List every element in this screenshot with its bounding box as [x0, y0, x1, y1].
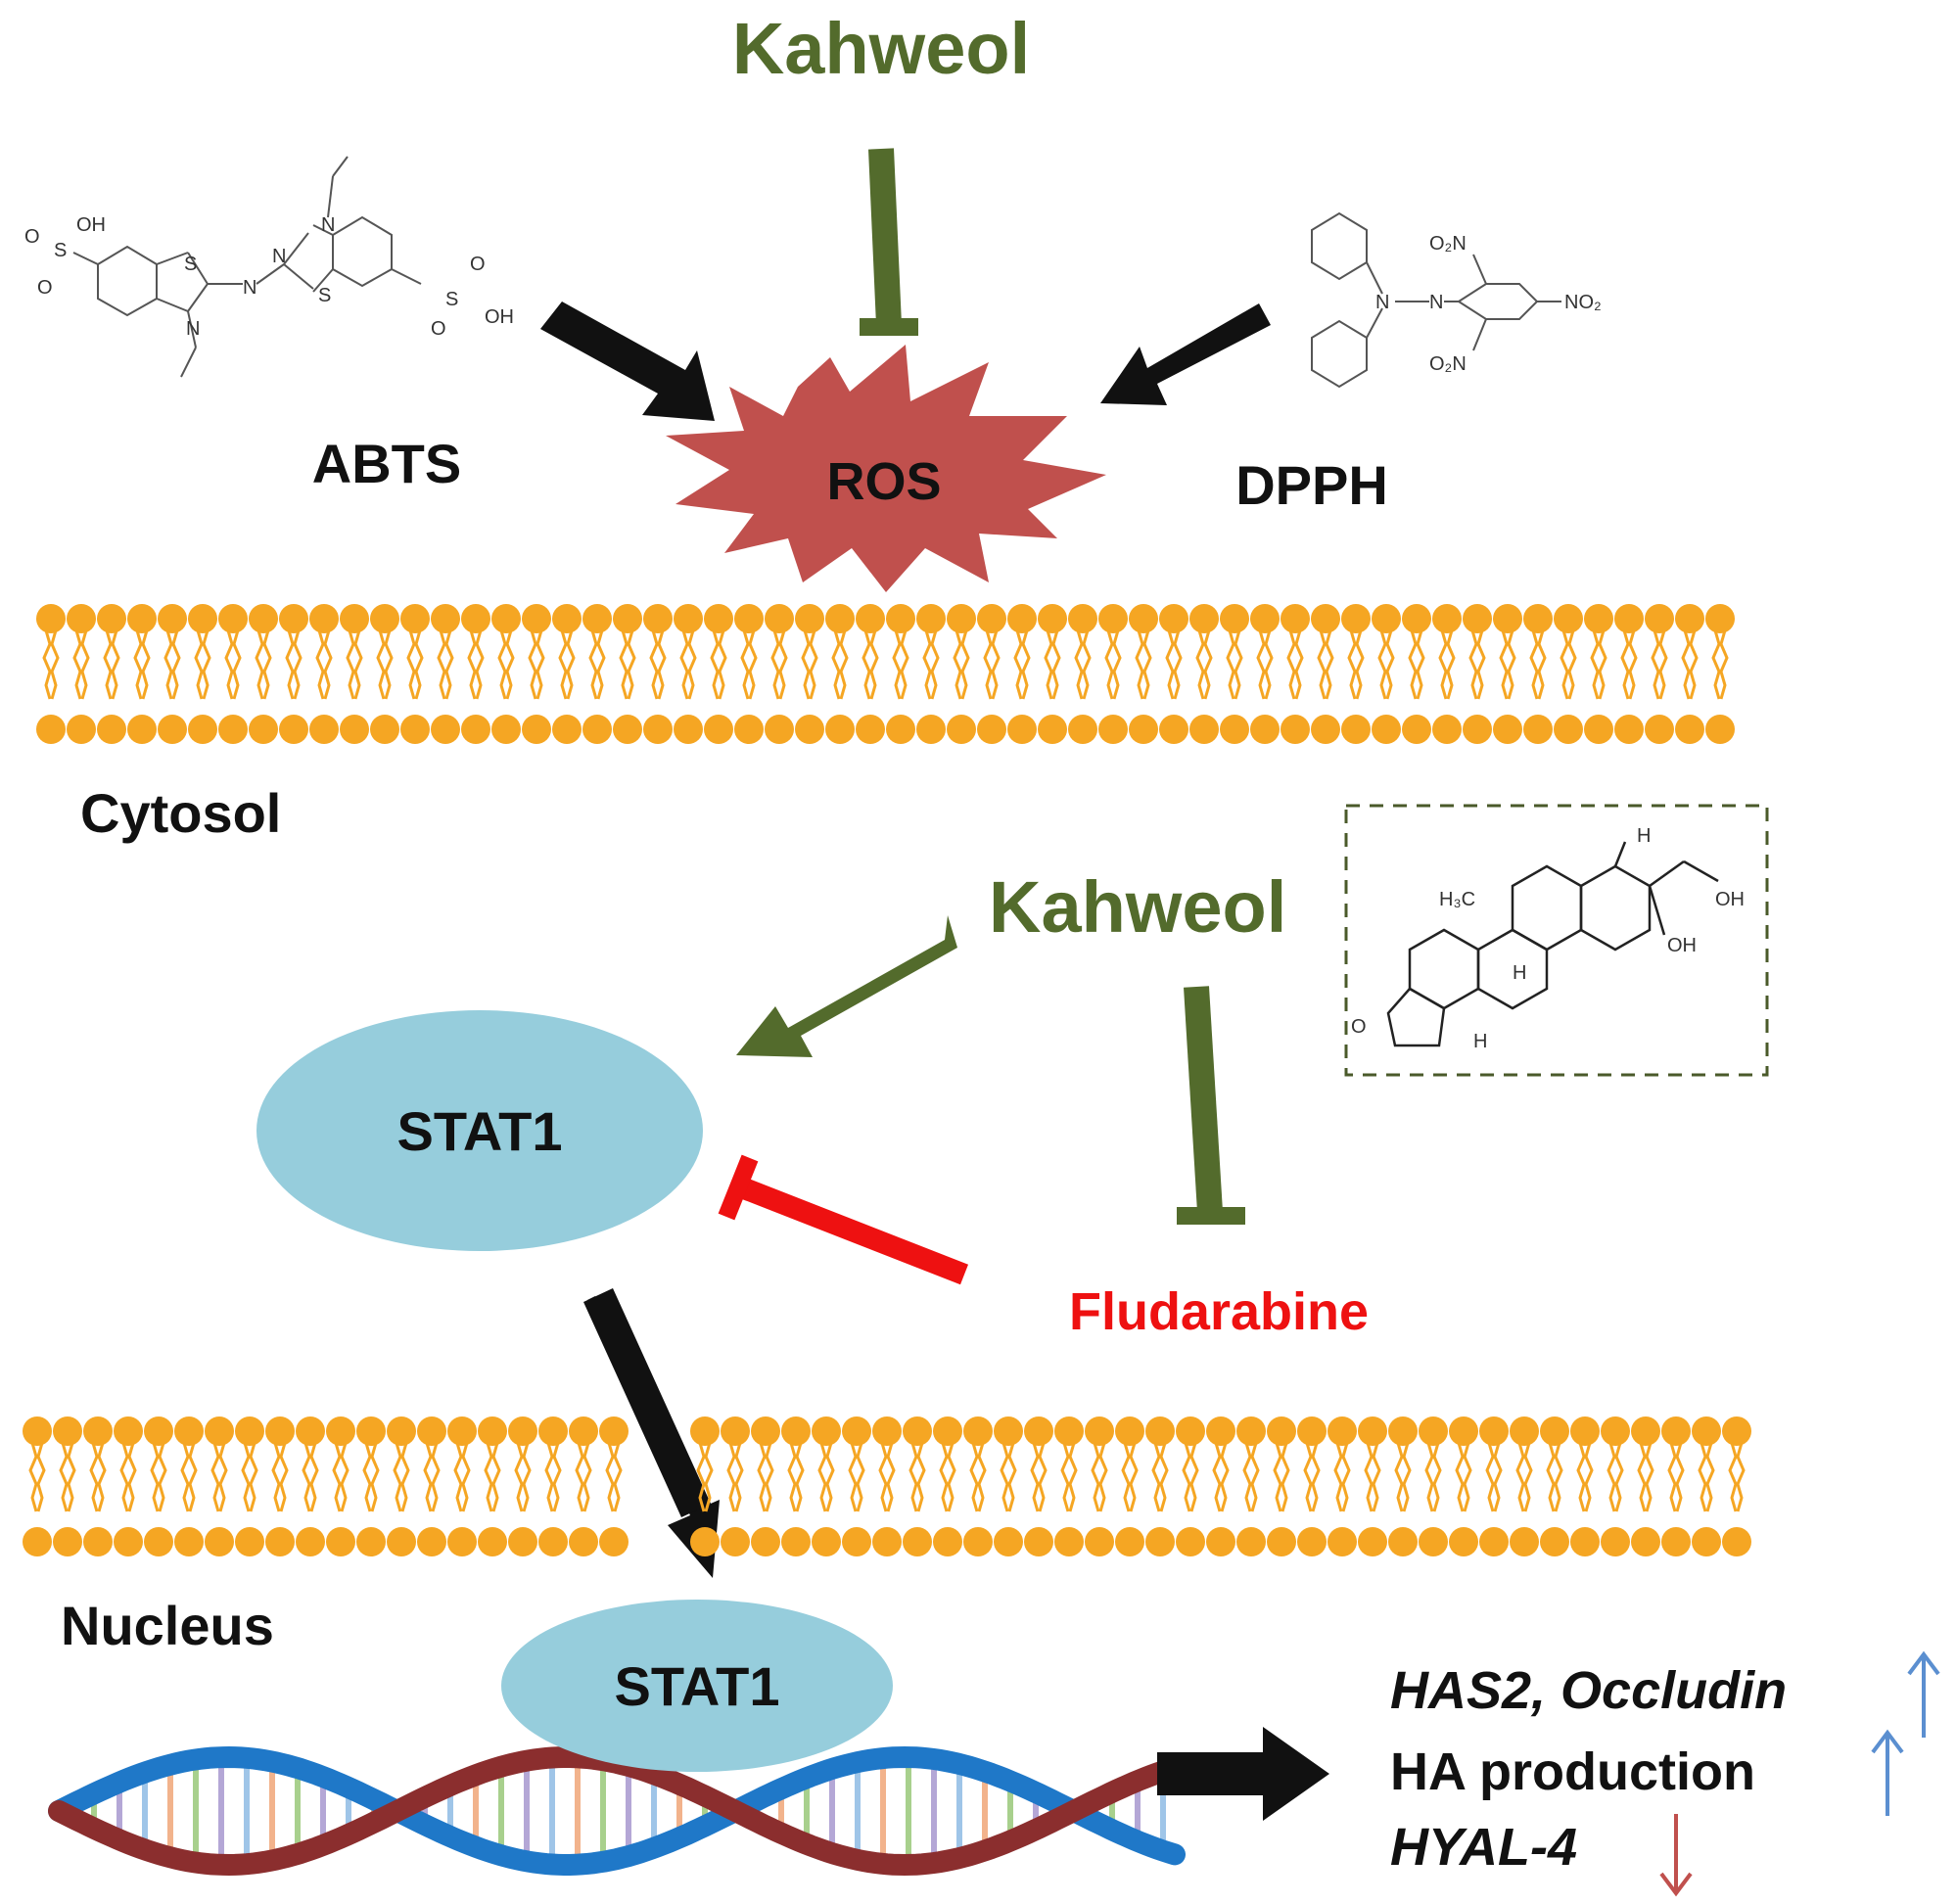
kahweol-atom-labels: H H₃C OH OH H H O [1351, 825, 1745, 1052]
dpph-structure [1311, 211, 1561, 389]
stat1-nucleus-label: STAT1 [614, 1655, 779, 1717]
up-arrow-icon [1871, 1729, 1904, 1816]
plasma-membrane [34, 602, 1737, 744]
abts-atom-labels: OH O S O S N N N S O S O OH N [24, 214, 514, 340]
svg-text:S: S [54, 240, 67, 261]
kahweol-structure [1386, 841, 1719, 1047]
kahweol-top-label: Kahweol [732, 8, 1030, 89]
svg-text:O: O [470, 254, 486, 275]
stat1-cytosol-label: STAT1 [396, 1100, 562, 1162]
svg-text:NO₂: NO₂ [1564, 292, 1602, 313]
kahweol-middle-label: Kahweol [989, 866, 1286, 948]
nucleus-label: Nucleus [61, 1595, 274, 1656]
kahweol-ros-inhibition-arrow [860, 148, 918, 336]
svg-text:H: H [1473, 1031, 1487, 1052]
svg-text:H: H [1513, 962, 1526, 984]
svg-text:O: O [1351, 1016, 1367, 1038]
svg-text:O: O [37, 277, 53, 299]
svg-text:O: O [24, 226, 40, 248]
kahweol-fludarabine-inhibition-arrow [1177, 986, 1245, 1225]
svg-text:O₂N: O₂N [1429, 233, 1467, 255]
svg-text:N: N [1429, 292, 1443, 313]
abts-ros-arrow [540, 302, 715, 421]
svg-text:N: N [272, 246, 286, 267]
dpph-atom-labels: N N O₂N NO₂ O₂N [1375, 233, 1602, 375]
svg-text:H₃C: H₃C [1439, 889, 1475, 910]
stat1-cytosol-node [256, 1010, 703, 1251]
down-arrow-icon [1659, 1814, 1693, 1897]
svg-text:S: S [184, 254, 197, 275]
svg-text:OH: OH [485, 306, 514, 328]
up-arrow-icon [1907, 1650, 1940, 1738]
svg-text:OH: OH [1715, 889, 1745, 910]
kahweol-stat1-arrow [736, 915, 957, 1057]
svg-text:S: S [318, 285, 331, 306]
stat1-translocation-arrow-shaft [583, 1288, 711, 1517]
svg-text:O: O [431, 318, 446, 340]
kahweol-structure-box [1344, 804, 1769, 1077]
svg-text:O₂N: O₂N [1429, 353, 1467, 375]
dna-outcomes-arrow [1157, 1727, 1329, 1821]
svg-text:S: S [445, 289, 458, 310]
svg-text:OH: OH [76, 214, 106, 236]
cytosol-label: Cytosol [80, 782, 281, 844]
outcome-list: HAS2, Occludin HA production HYAL-4 [1390, 1661, 1787, 1877]
ros-label: ROS [826, 452, 941, 511]
dna-helix [48, 1745, 1186, 1877]
nuclear-membrane [21, 1415, 1753, 1556]
outcome-hyal4: HYAL-4 [1390, 1818, 1577, 1877]
dpph-ros-arrow [1100, 303, 1271, 405]
svg-text:OH: OH [1667, 935, 1697, 956]
outcome-ha-production: HA production [1390, 1742, 1755, 1801]
svg-text:N: N [1375, 292, 1389, 313]
svg-text:H: H [1637, 825, 1651, 847]
stat1-nucleus-node [501, 1600, 893, 1772]
outcome-has2-occludin: HAS2, Occludin [1390, 1661, 1787, 1720]
ros-burst [666, 345, 1106, 592]
fludarabine-label: Fludarabine [1069, 1282, 1369, 1341]
abts-structure [72, 156, 422, 378]
svg-text:N: N [243, 277, 256, 299]
abts-label: ABTS [312, 433, 461, 494]
fludarabine-stat1-inhibition-arrow [718, 1154, 969, 1285]
dpph-label: DPPH [1235, 454, 1388, 516]
svg-text:N: N [321, 214, 335, 236]
svg-text:N: N [186, 318, 200, 340]
